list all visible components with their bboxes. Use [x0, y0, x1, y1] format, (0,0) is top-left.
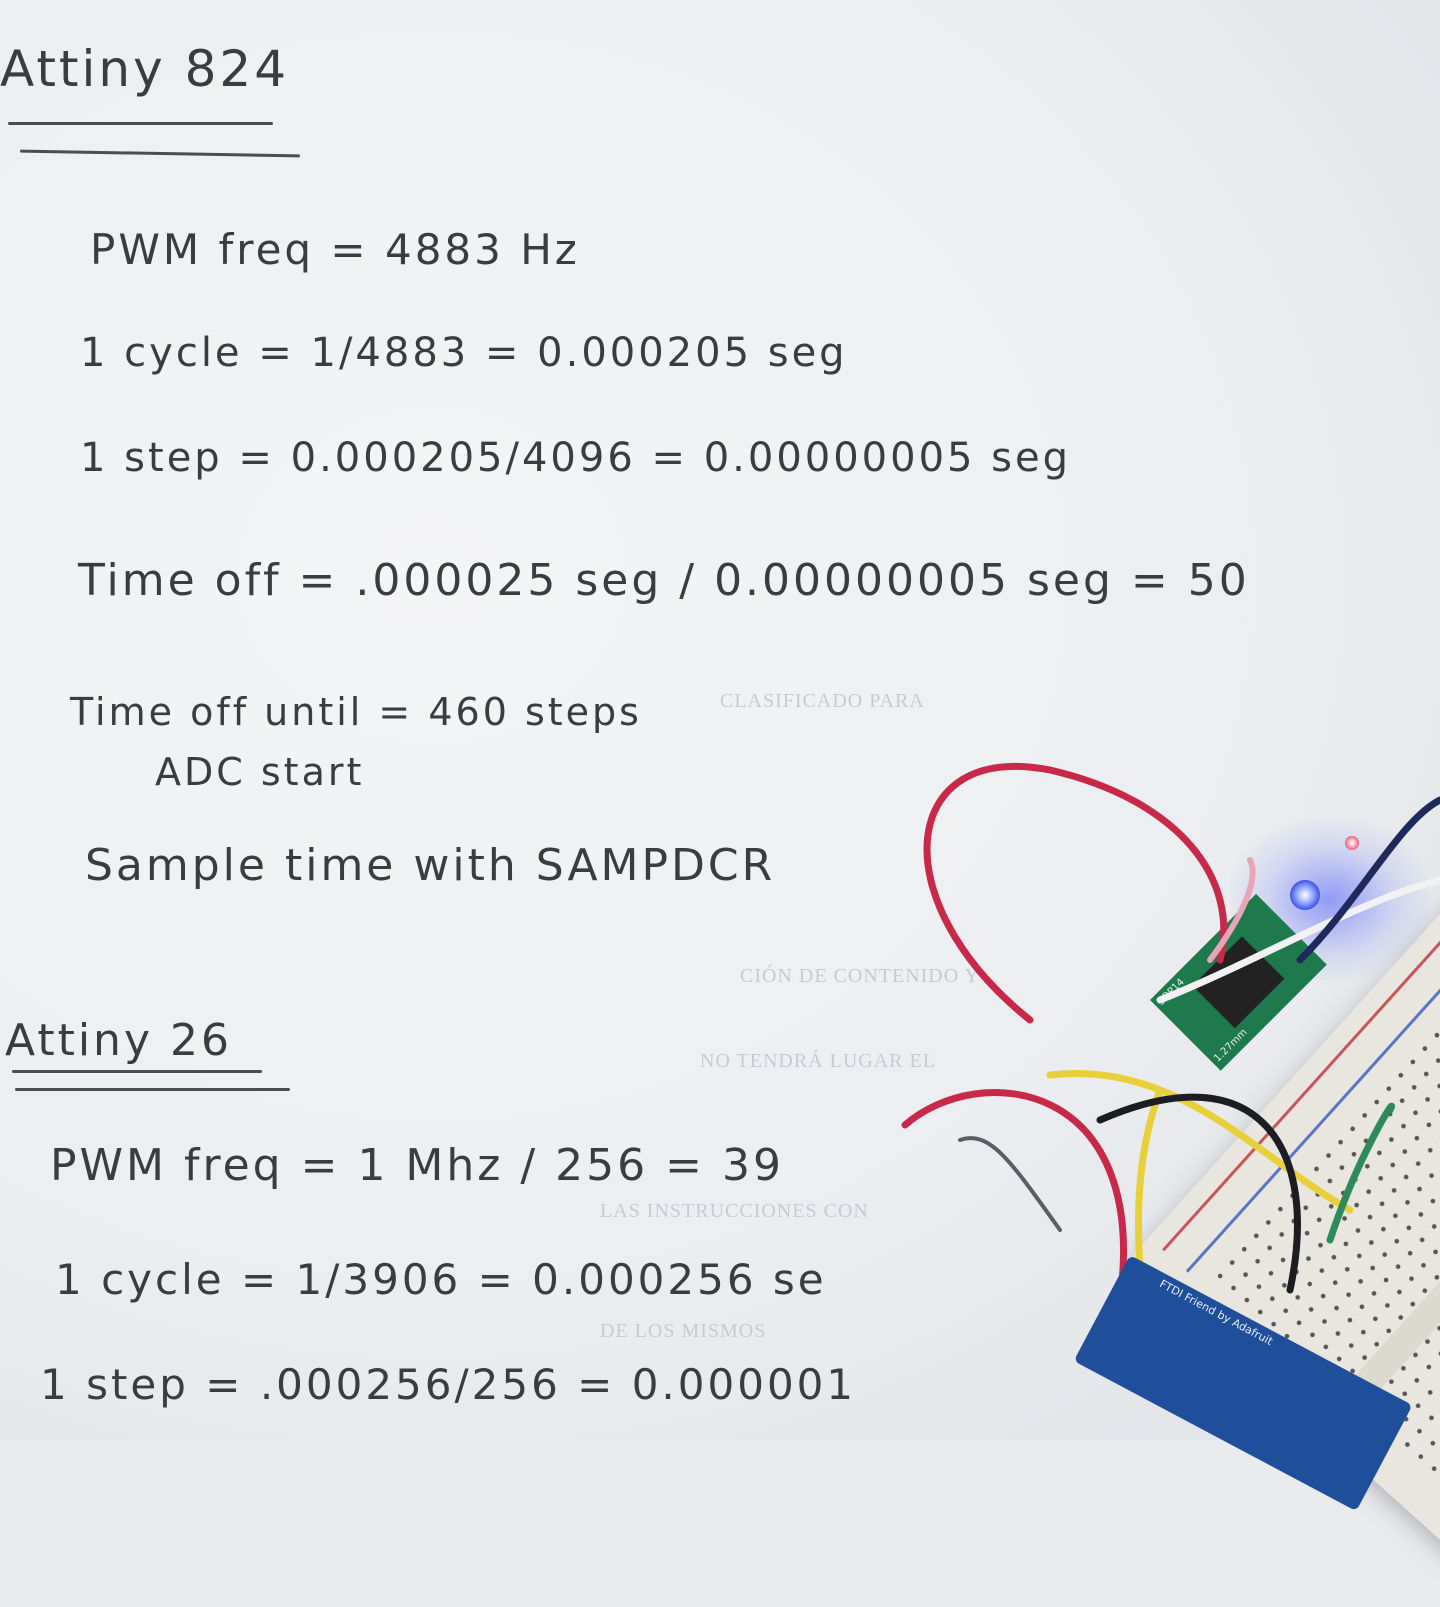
jumper-wires	[901, 762, 1440, 1349]
wire-yellow	[1046, 1070, 1354, 1214]
print-line-4: LAS INSTRUCCIONES CON	[600, 1200, 869, 1222]
blue-led	[1290, 880, 1320, 910]
heading-attiny26: Attiny 26	[5, 1015, 232, 1066]
note-pwm-freq-26: PWM freq = 1 Mhz / 256 = 39	[50, 1140, 784, 1191]
wire-white	[1156, 876, 1440, 1004]
note-sample-time: Sample time with SAMPDCR	[85, 840, 776, 891]
heading-attiny824: Attiny 824	[0, 40, 290, 98]
wire-red-loop	[923, 762, 1228, 1024]
note-adc-start: ADC start	[155, 750, 365, 794]
red-led	[1345, 836, 1359, 850]
wire-grey	[958, 1136, 1062, 1232]
print-line-1: CLASIFICADO PARA	[720, 690, 925, 712]
note-time-off: Time off = .000025 seg / 0.00000005 seg …	[78, 555, 1250, 606]
heading1-underline	[8, 122, 273, 125]
wire-pink	[1207, 857, 1256, 963]
wire-green	[1326, 1102, 1395, 1244]
note-cycle-824: 1 cycle = 1/4883 = 0.000205 seg	[80, 330, 848, 376]
wire-black	[1096, 1093, 1301, 1294]
note-pwm-freq-824: PWM freq = 4883 Hz	[90, 225, 580, 274]
note-step-824: 1 step = 0.000205/4096 = 0.00000005 seg	[80, 435, 1072, 481]
note-time-off-until: Time off until = 460 steps	[70, 690, 642, 734]
note-step-26: 1 step = .000256/256 = 0.000001	[40, 1360, 857, 1409]
heading2-underline-2	[15, 1088, 290, 1091]
print-line-5: DE LOS MISMOS	[600, 1320, 767, 1342]
print-line-3: NO TENDRÁ LUGAR EL	[700, 1050, 936, 1072]
print-line-2: CIÓN DE CONTENIDO Y	[740, 965, 980, 987]
wire-navy	[1296, 796, 1440, 964]
note-cycle-26: 1 cycle = 1/3906 = 0.000256 se	[55, 1255, 827, 1304]
heading2-underline	[12, 1070, 262, 1073]
wire-red-lower	[901, 1089, 1127, 1304]
